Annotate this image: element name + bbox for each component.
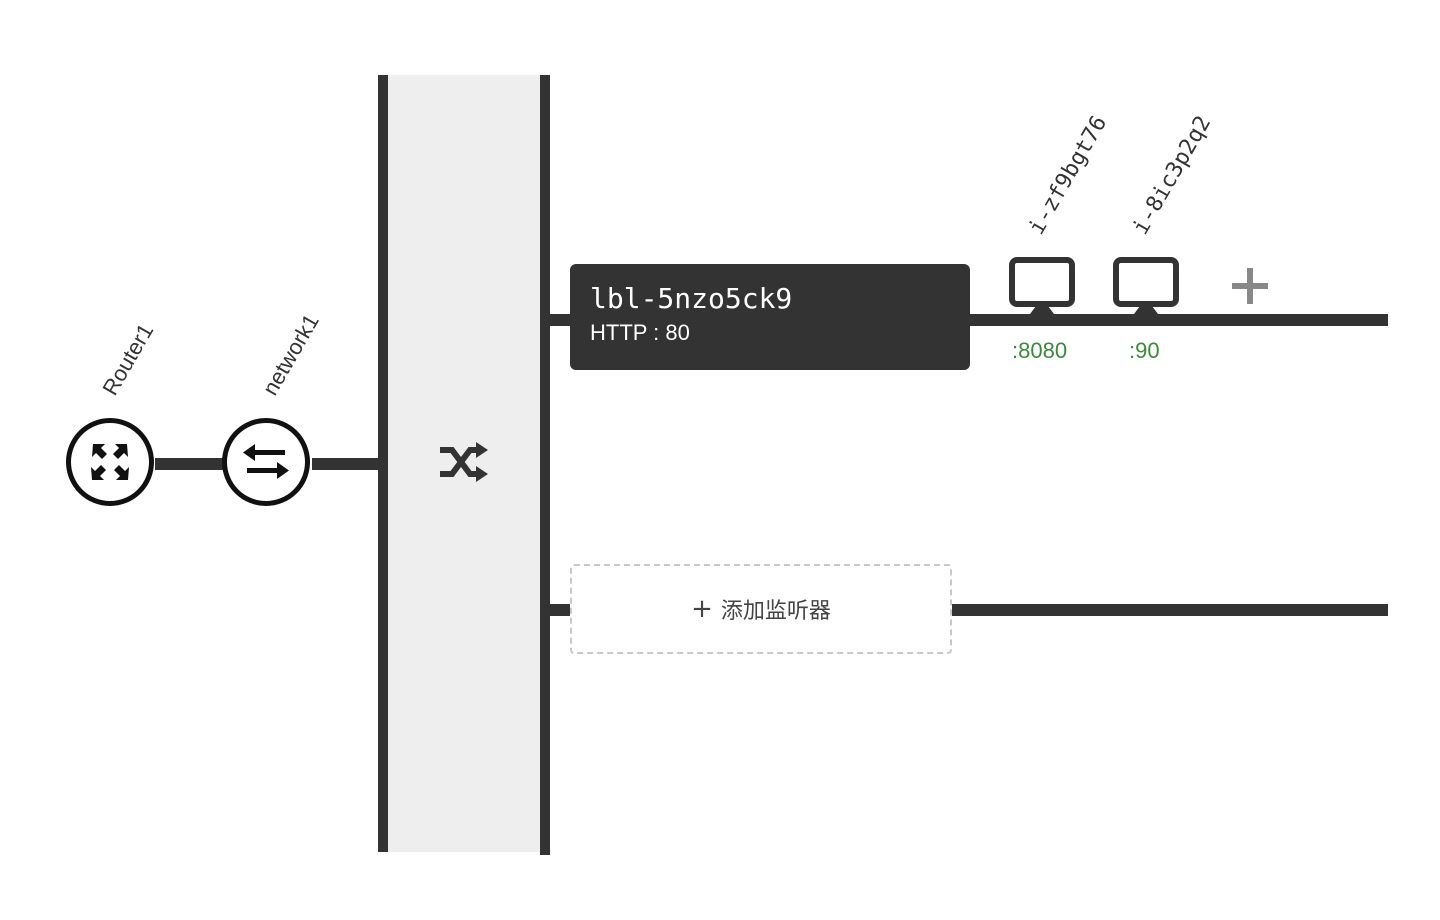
- lb-left-rail: [378, 75, 388, 852]
- router-node[interactable]: [66, 418, 154, 506]
- add-listener-plus: +: [691, 594, 713, 624]
- router-label: Router1: [97, 319, 159, 400]
- backend-name: i-zf9bgt76: [1024, 111, 1113, 239]
- add-listener-button[interactable]: + 添加监听器: [570, 564, 952, 654]
- monitor-icon: [1009, 257, 1075, 314]
- monitor-icon: [1113, 257, 1179, 314]
- listener-connector: [548, 314, 572, 326]
- network-label: network1: [257, 309, 324, 400]
- network-switch-icon: [243, 444, 289, 479]
- backend-server[interactable]: [1112, 256, 1180, 320]
- lb-right-rail: [540, 75, 550, 855]
- listener-backend-line: [968, 314, 1388, 326]
- listener-protocol-port: HTTP : 80: [590, 320, 690, 345]
- add-backend-button[interactable]: [1228, 262, 1272, 310]
- add-listener-connector: [548, 604, 572, 616]
- add-listener-label: 添加监听器: [720, 599, 831, 624]
- backend-server[interactable]: [1008, 256, 1076, 320]
- router-icon: [91, 444, 129, 480]
- network-lb-link: [312, 458, 382, 470]
- backend-name: i-8ic3p2q2: [1128, 111, 1217, 239]
- shuffle-icon: [438, 440, 490, 486]
- listener-id: lbl-5nzo5ck9: [590, 282, 793, 315]
- listener-box[interactable]: lbl-5nzo5ck9 HTTP : 80: [570, 264, 970, 370]
- add-listener-line: [950, 604, 1388, 616]
- backend-port: :8080: [1012, 338, 1068, 363]
- network-node[interactable]: [222, 418, 310, 506]
- backend-port: :90: [1129, 338, 1160, 363]
- plus-icon: [1232, 268, 1268, 304]
- router-network-link: [155, 458, 225, 470]
